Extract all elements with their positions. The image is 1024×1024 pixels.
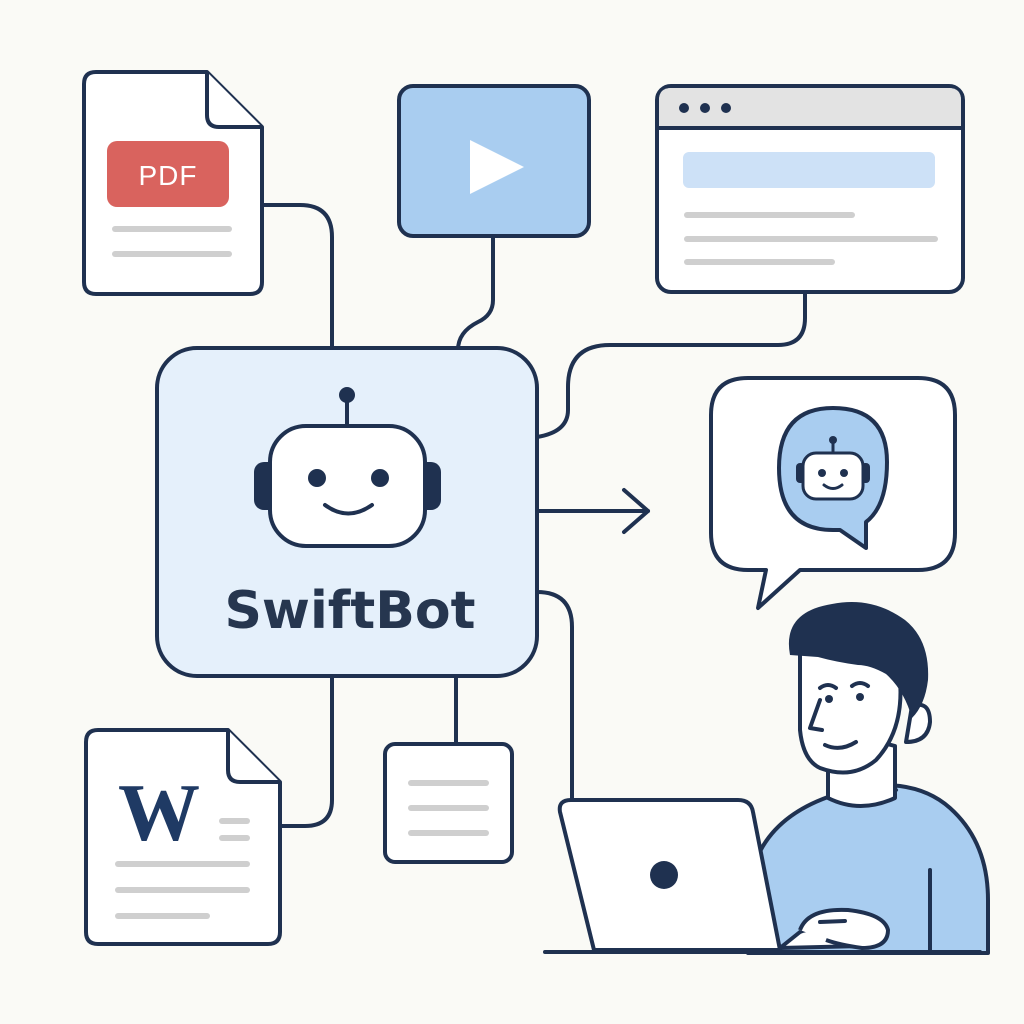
note-card-icon xyxy=(383,742,514,864)
browser-window-icon xyxy=(655,84,965,294)
word-file-icon: W xyxy=(84,728,282,946)
brand-name: SwiftBot xyxy=(224,581,475,641)
video-tile xyxy=(397,84,591,238)
play-icon xyxy=(470,140,524,194)
connector-user xyxy=(535,590,574,802)
connector-pdf xyxy=(260,203,334,352)
connector-video xyxy=(456,234,495,352)
connector-word xyxy=(278,674,334,828)
swiftbot-hub: SwiftBot xyxy=(155,346,539,678)
chat-bubble-icon xyxy=(709,376,957,610)
arrow-head xyxy=(622,488,650,534)
laptop-icon xyxy=(543,798,982,954)
connector-web xyxy=(535,290,807,439)
pdf-badge: PDF xyxy=(139,160,198,191)
connectors xyxy=(260,203,807,828)
chat-robot-icon xyxy=(796,436,870,501)
person-icon xyxy=(746,602,990,955)
robot-icon xyxy=(254,387,441,548)
pdf-file-icon: PDF xyxy=(82,70,264,296)
word-badge: W xyxy=(118,767,200,858)
